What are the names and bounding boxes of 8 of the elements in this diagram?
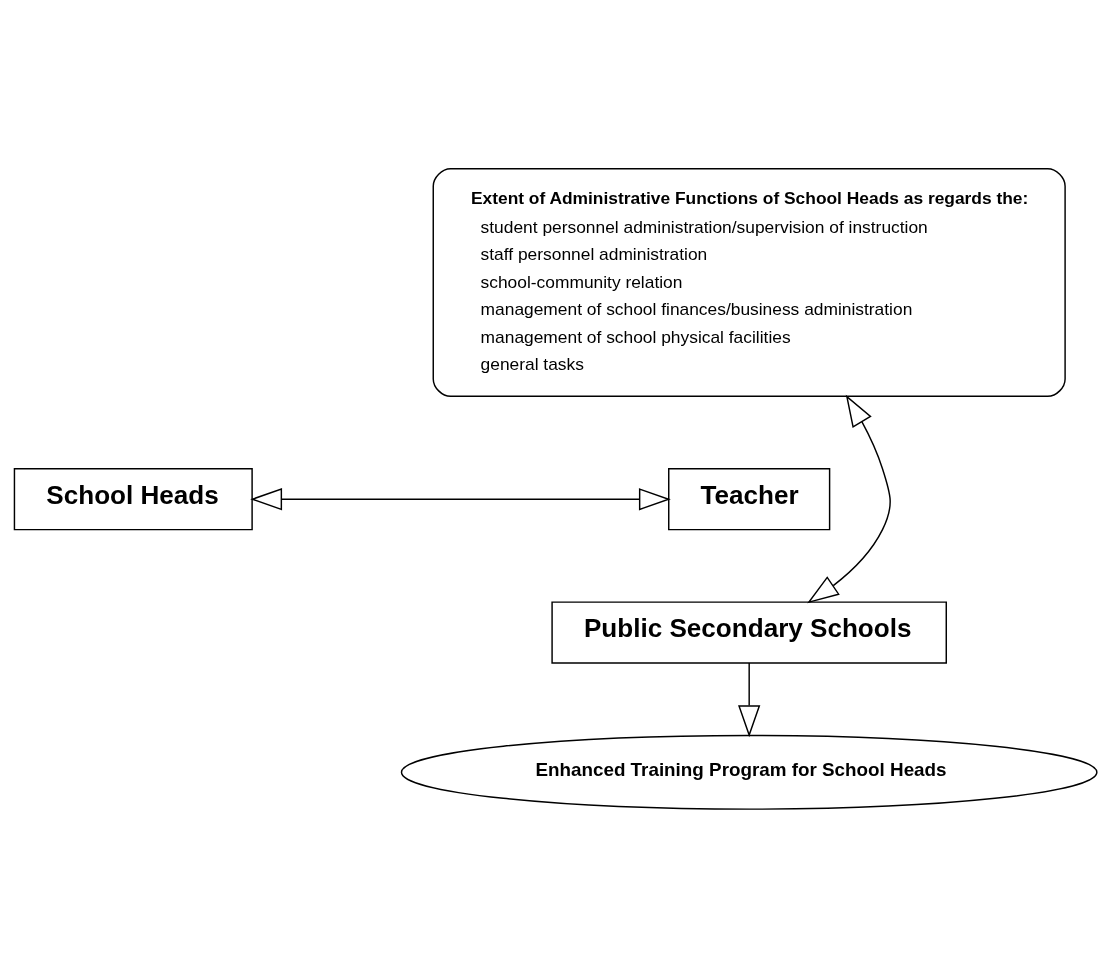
arrow (250, 487, 671, 510)
arrow (738, 661, 761, 737)
node-box: Extent of Administrative Functions of School Heads as regards the: student personnel administration/supervision of instruction staff personnel administration school-community relation management of school finances/business administration management of school physical facilities general tasks (432, 167, 1066, 397)
node-box: Public Secondary Schools (551, 600, 947, 664)
node-box: School Heads (13, 467, 253, 530)
node-box: Teacher (668, 467, 831, 530)
node-ellipse: Enhanced Training Program for School Heads (400, 734, 1098, 810)
arrow (807, 394, 891, 603)
